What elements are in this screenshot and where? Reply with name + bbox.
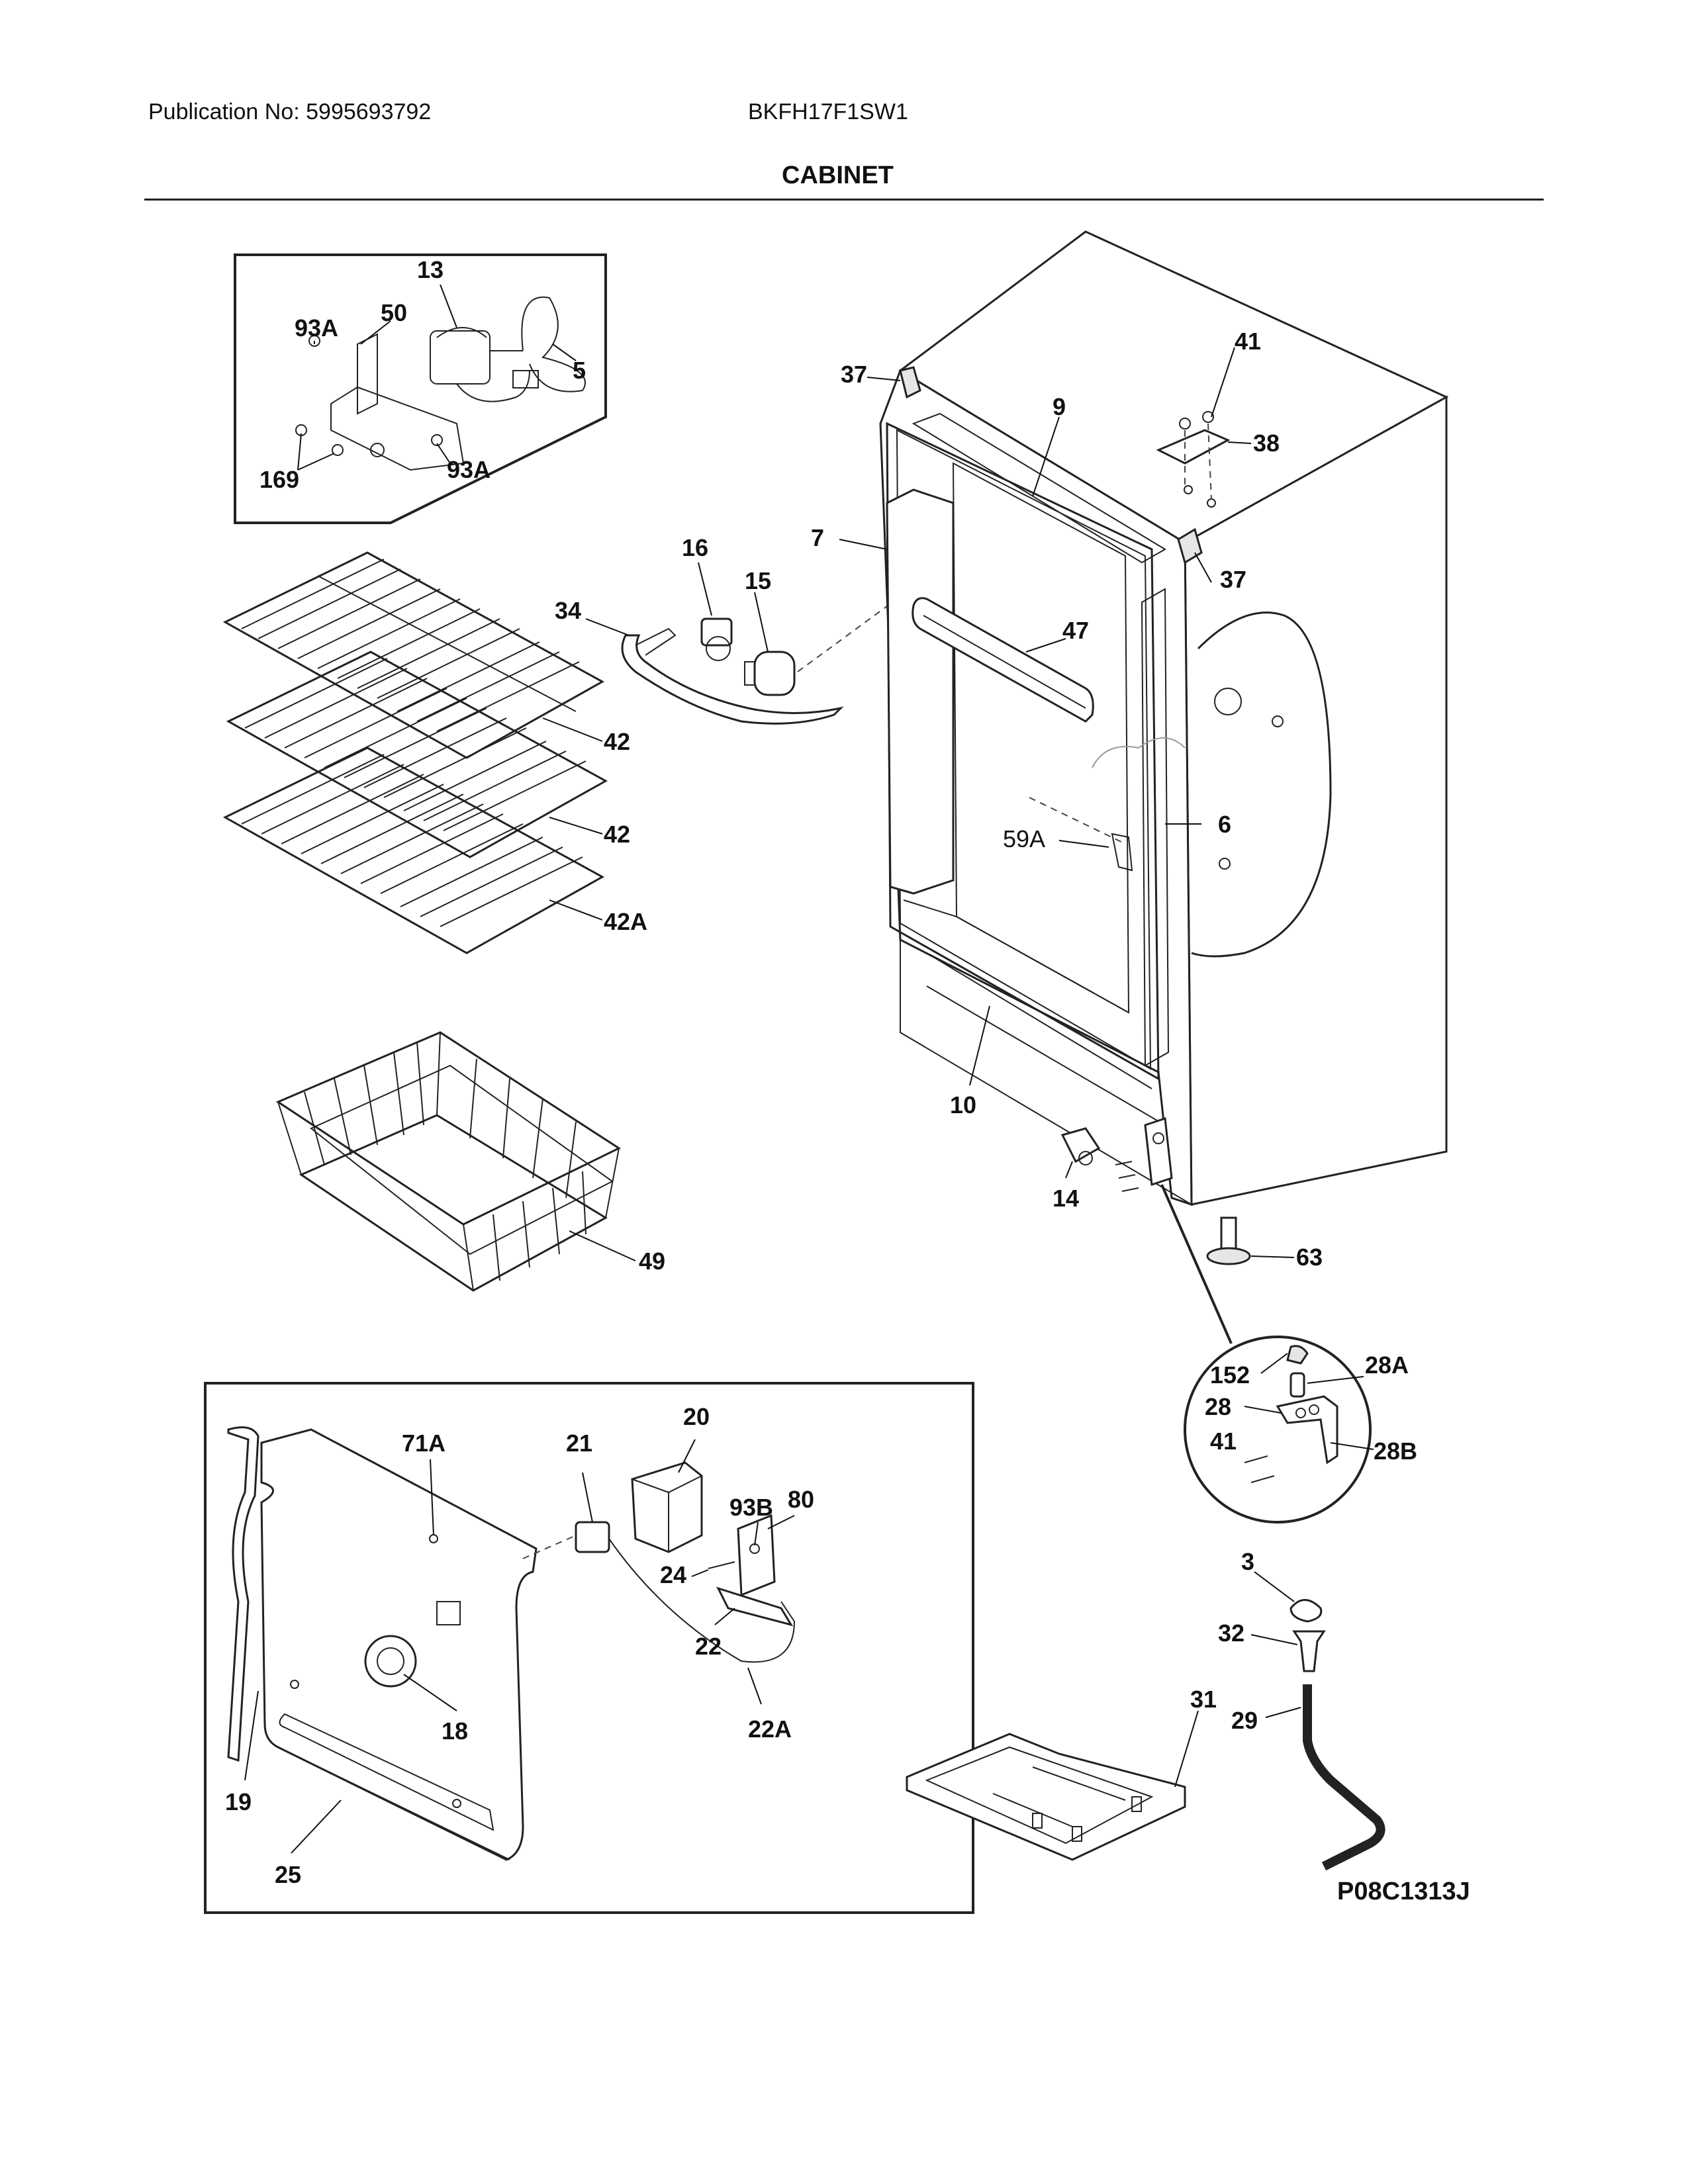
publication-number: Publication No: 5995693792 [148, 99, 432, 124]
hinge-detail: 152 28A 28 41 28B [1184, 1336, 1417, 1524]
wire-basket: 49 [275, 1031, 665, 1292]
callout-28b: 28B [1374, 1437, 1417, 1465]
callout-31: 31 [1190, 1686, 1217, 1713]
callout-16: 16 [682, 534, 708, 561]
callout-25: 25 [275, 1861, 301, 1888]
callout-47: 47 [1062, 617, 1089, 644]
callout-21: 21 [566, 1430, 592, 1457]
callout-22: 22 [695, 1633, 722, 1660]
callout-28a: 28A [1365, 1351, 1409, 1379]
callout-42: 42 [604, 728, 630, 755]
callout-13: 13 [417, 256, 444, 283]
callout-10: 10 [950, 1091, 976, 1118]
callout-41-hinge: 41 [1210, 1428, 1237, 1455]
callout-32: 32 [1218, 1619, 1244, 1647]
callout-59a: 59A [1003, 825, 1045, 852]
callout-29: 29 [1231, 1707, 1258, 1734]
control-inset: 71A 21 20 93B 80 24 22 18 22A 19 25 [204, 1382, 974, 1914]
callout-42a: 42A [604, 908, 647, 935]
callout-63: 63 [1296, 1244, 1323, 1271]
callout-37-right: 37 [1220, 566, 1246, 593]
callout-71a: 71A [402, 1430, 445, 1457]
callout-93b: 93B [729, 1494, 773, 1521]
drain-assembly: 3 32 31 29 [906, 1548, 1385, 1871]
callout-37: 37 [841, 361, 867, 388]
callout-93a-lower: 93A [447, 456, 491, 483]
callout-6: 6 [1218, 811, 1231, 838]
drawing-code: P08C1313J [1337, 1878, 1470, 1905]
callout-5: 5 [573, 357, 586, 384]
freezer-cabinet: 37 9 41 38 7 37 47 6 59A 10 14 63 [811, 230, 1449, 1344]
callout-169: 169 [259, 466, 299, 493]
light-assembly: 16 15 34 [555, 489, 1047, 725]
callout-93a: 93A [295, 314, 338, 341]
callout-28: 28 [1205, 1393, 1231, 1420]
callout-41: 41 [1235, 328, 1261, 355]
callout-19: 19 [225, 1788, 252, 1815]
callout-22a: 22A [748, 1715, 792, 1743]
callout-38: 38 [1253, 430, 1280, 457]
callout-15: 15 [745, 567, 771, 594]
wire-shelves: 42 42 42A [222, 551, 647, 954]
callout-3: 3 [1241, 1548, 1254, 1575]
callout-20: 20 [683, 1403, 710, 1430]
fan-motor-inset: 13 93A 50 5 169 93A [234, 253, 607, 524]
callout-24: 24 [660, 1561, 686, 1588]
callout-42-second: 42 [604, 821, 630, 848]
page-title: CABINET [782, 161, 894, 189]
callout-50: 50 [381, 299, 407, 326]
callout-80: 80 [788, 1486, 814, 1513]
callout-9: 9 [1053, 393, 1066, 420]
callout-49: 49 [639, 1248, 665, 1275]
header-divider [144, 199, 1544, 201]
callout-7: 7 [811, 524, 824, 551]
callout-152: 152 [1210, 1361, 1250, 1388]
callout-18: 18 [442, 1717, 468, 1745]
callout-14: 14 [1053, 1185, 1079, 1212]
model-number: BKFH17F1SW1 [748, 99, 908, 124]
callout-34: 34 [555, 597, 581, 624]
